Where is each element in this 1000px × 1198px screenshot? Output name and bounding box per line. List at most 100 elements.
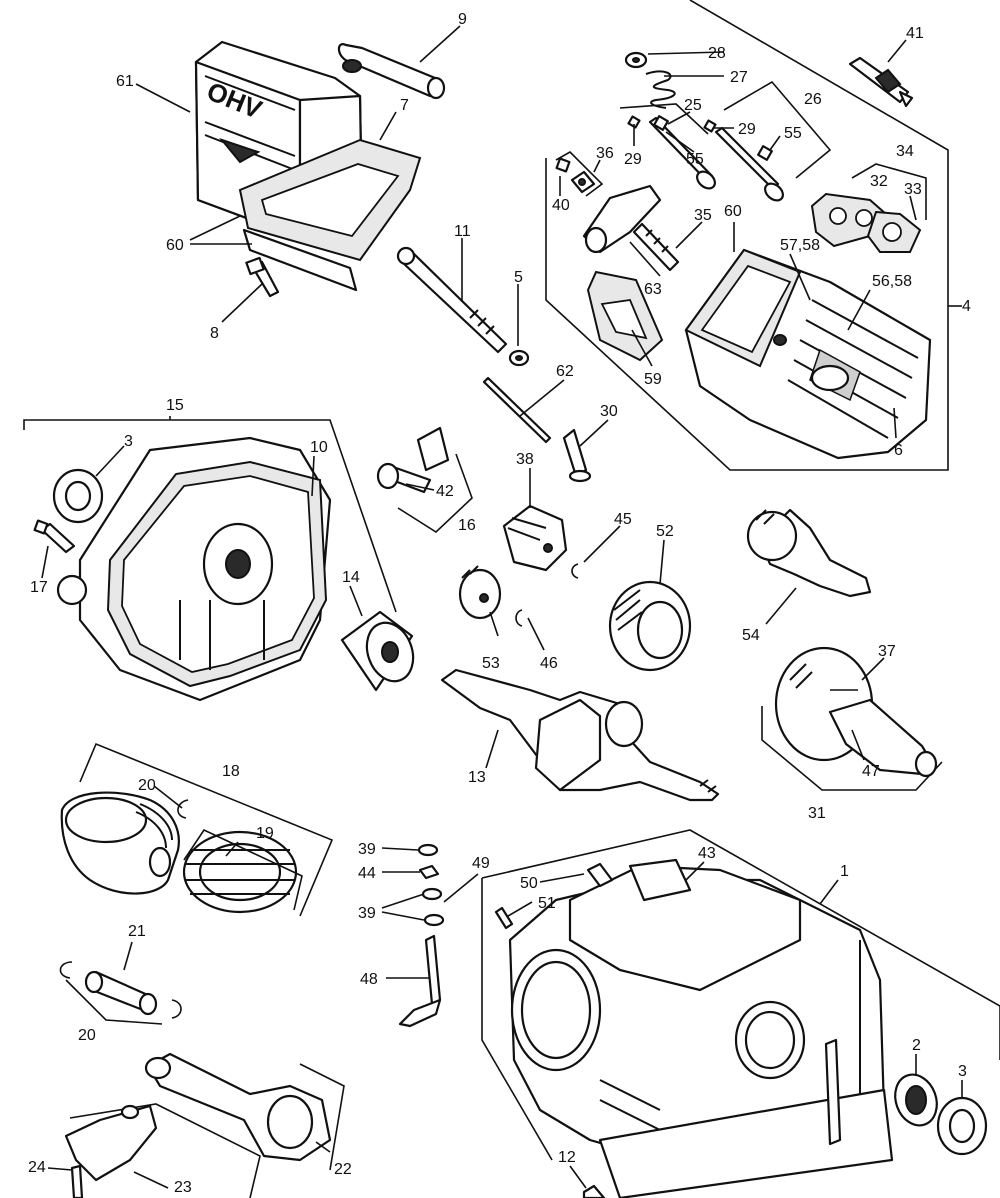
label-52: 52 <box>656 523 674 540</box>
gasket-bracket-34 <box>851 163 927 220</box>
label-38: 38 <box>516 451 534 468</box>
tappet <box>562 428 592 483</box>
crankshaft <box>440 668 720 802</box>
label-3b: 3 <box>958 1063 967 1080</box>
cover-bolt <box>33 519 76 554</box>
intake-valve <box>627 115 716 190</box>
rod-cap <box>64 1103 261 1198</box>
crankcase-cover-bracket <box>23 419 397 613</box>
label-14: 14 <box>342 569 360 586</box>
label-30: 30 <box>600 403 618 420</box>
spark-plug <box>848 56 914 108</box>
label-29b: 29 <box>738 121 756 138</box>
crankcase-bearing <box>894 1073 938 1127</box>
snap-ring-top <box>177 799 189 819</box>
label-12: 12 <box>558 1149 576 1166</box>
label-40: 40 <box>552 197 570 214</box>
camshaft-assembly-bracket <box>761 706 943 791</box>
leader-lines <box>41 25 963 1189</box>
label-26: 26 <box>804 91 822 108</box>
callout-labels: 1 2 3 3 4 5 6 7 8 9 10 11 12 13 14 15 16… <box>28 11 971 1196</box>
rod-bracket <box>299 1063 345 1171</box>
snap-ring-right <box>171 999 182 1019</box>
camshaft-gear <box>774 646 938 778</box>
label-61: 61 <box>116 73 134 90</box>
label-21: 21 <box>128 923 146 940</box>
label-56-58: 56,58 <box>872 273 912 290</box>
oil-seal-left <box>52 468 104 524</box>
label-19: 19 <box>256 825 274 842</box>
label-27: 27 <box>730 69 748 86</box>
crankcase-bracket <box>481 829 1000 1161</box>
ring-bracket <box>183 828 303 911</box>
rocker-nut <box>555 157 596 194</box>
label-17: 17 <box>30 579 48 596</box>
label-20b: 20 <box>78 1027 96 1044</box>
connecting-rod <box>144 1052 332 1162</box>
camshaft <box>746 508 872 598</box>
push-rod <box>482 376 552 444</box>
label-5: 5 <box>514 269 523 286</box>
dowel-pin <box>586 862 614 888</box>
valve-retainer <box>624 51 648 69</box>
valve-spring <box>645 70 676 109</box>
label-29a: 29 <box>624 151 642 168</box>
label-49: 49 <box>472 855 490 872</box>
washer <box>508 349 530 367</box>
label-6: 6 <box>894 442 903 459</box>
label-33: 33 <box>904 181 922 198</box>
rocker-arm <box>582 184 662 254</box>
head-bolt <box>396 246 508 354</box>
label-60a: 60 <box>166 237 184 254</box>
governor-gear <box>458 565 502 620</box>
governor-shaft <box>376 426 450 494</box>
label-60b: 60 <box>724 203 742 220</box>
label-3a: 3 <box>124 433 133 450</box>
label-9: 9 <box>458 11 467 28</box>
label-2: 2 <box>912 1037 921 1054</box>
label-11: 11 <box>454 223 471 240</box>
label-28: 28 <box>708 45 726 62</box>
label-59: 59 <box>644 371 662 388</box>
label-47: 47 <box>862 763 880 780</box>
piston-rings <box>182 830 298 914</box>
label-55b: 55 <box>784 125 802 142</box>
label-32: 32 <box>870 173 888 190</box>
label-25: 25 <box>684 97 702 114</box>
nut-bracket <box>555 151 604 197</box>
washer-set <box>417 843 445 927</box>
breather-tube <box>337 43 446 100</box>
label-24: 24 <box>28 1159 46 1176</box>
label-41: 41 <box>906 25 924 42</box>
e-clip <box>571 563 579 579</box>
label-57-58: 57,58 <box>780 237 820 254</box>
label-53: 53 <box>482 655 500 672</box>
label-39a: 39 <box>358 841 376 858</box>
label-20a: 20 <box>138 777 156 794</box>
valve-bracket-26 <box>723 80 832 179</box>
locating-pin <box>494 906 514 930</box>
label-15: 15 <box>166 397 184 414</box>
label-42: 42 <box>436 483 454 500</box>
label-39b: 39 <box>358 905 376 922</box>
valve-bracket-25 <box>619 103 709 135</box>
drain-plug <box>582 1184 606 1198</box>
cylinder-head <box>684 248 932 460</box>
gear-washer <box>515 609 523 627</box>
cylinder-head-bracket <box>545 0 949 471</box>
label-48: 48 <box>360 971 378 988</box>
oil-pump <box>502 504 568 572</box>
timing-gear <box>608 580 692 672</box>
main-bearing <box>340 610 415 692</box>
piston-bracket <box>79 742 334 917</box>
governor-arm <box>398 934 442 1028</box>
label-13: 13 <box>468 769 486 786</box>
label-7: 7 <box>400 97 409 114</box>
valve-cover-gasket <box>238 138 422 292</box>
label-18: 18 <box>222 763 240 780</box>
label-36: 36 <box>596 145 614 162</box>
wrist-pin <box>84 970 158 1016</box>
label-54: 54 <box>742 627 760 644</box>
exhaust-valve <box>703 119 784 202</box>
